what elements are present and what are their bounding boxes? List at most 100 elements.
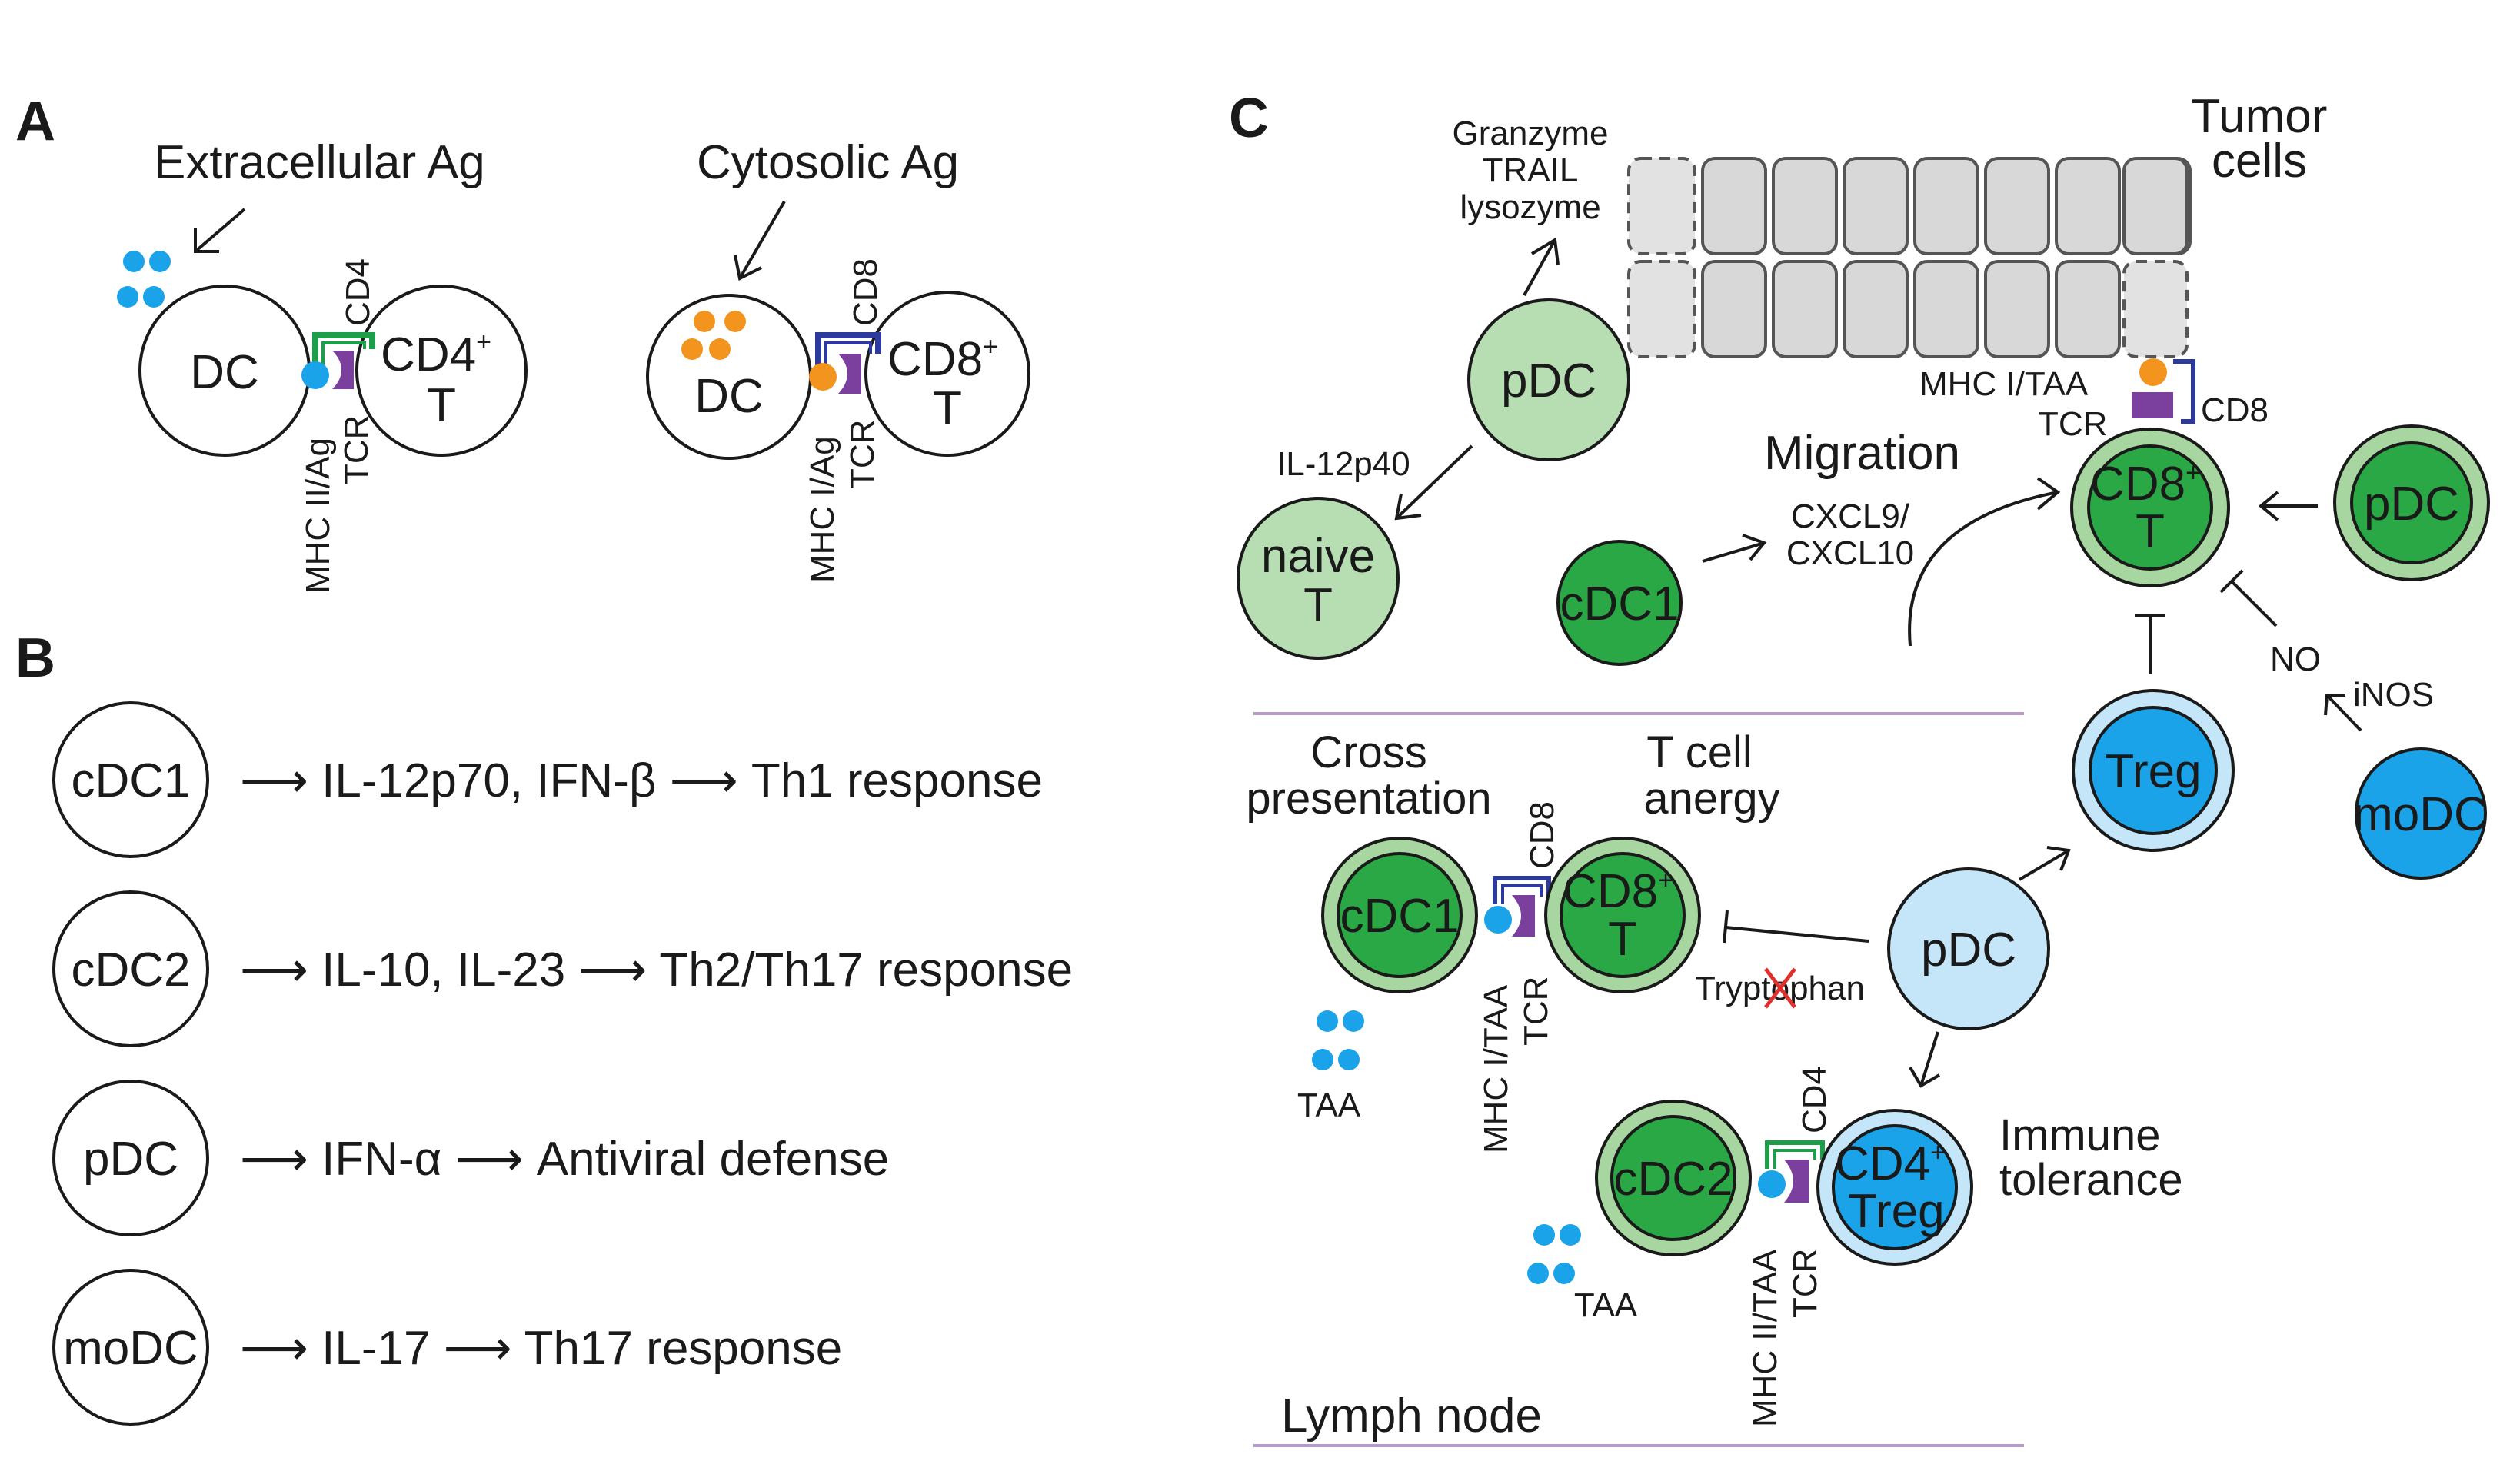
naive-t-cell: [1237, 497, 1400, 660]
cd8-t-ln-label: CD8+: [1563, 865, 1673, 918]
cdc2-cell-b: [52, 890, 209, 1047]
cxcl-label-1: CXCL9/: [1791, 498, 1910, 535]
treg-label: Treg: [2105, 745, 2201, 798]
immune-label-1: Immune: [1999, 1110, 2161, 1160]
cd4-t-cell: [355, 285, 528, 457]
cd4-label: CD4: [339, 258, 377, 326]
panel-b: B cDC1 ⟶ IL-12p70, IFN-β ⟶ Th1 response …: [15, 627, 1073, 1426]
dc-label-left: DC: [190, 346, 259, 399]
cd4-coreceptor: [312, 332, 375, 369]
cross-label-1: Cross: [1310, 727, 1426, 777]
no-inhibit-bar: [2219, 569, 2244, 594]
cxcl-arrow: [1702, 541, 1765, 563]
cross-label-2: presentation: [1246, 774, 1491, 824]
pdc-label-b: pDC: [83, 1133, 178, 1186]
cd8-t-tumor-cell: [2087, 444, 2213, 571]
migration-label: Migration: [1764, 427, 1960, 480]
effector-trail: TRAIL: [1483, 151, 1579, 189]
cd8-t-label-second: T: [933, 382, 962, 435]
tcr-ln2: [1784, 1160, 1809, 1203]
tcr-top: [2132, 392, 2173, 418]
pdc-right-label: pDC: [2364, 478, 2459, 531]
tcr-right: [838, 354, 861, 394]
panel-b-letter: B: [15, 627, 55, 689]
cdc1-pathway: ⟶ IL-12p70, IFN-β ⟶ Th1 response: [240, 754, 1043, 807]
pdc-label-top: pDC: [1501, 354, 1596, 408]
mhc1-taa-top-label: MHC I/TAA: [1919, 365, 2089, 403]
cd4-ln-label: CD4: [1796, 1066, 1833, 1133]
tcr-ln: [1512, 895, 1535, 937]
no-inhibit-line: [2230, 580, 2278, 627]
tumor-cells: [1627, 157, 2192, 358]
migration-arrow: [1908, 491, 2059, 647]
modc-cell: [2355, 747, 2487, 880]
cytosolic-ag-arrowhead: [734, 255, 762, 281]
cdc2-label-b: cDC2: [71, 944, 190, 997]
dc-label-right: DC: [694, 370, 764, 423]
panel-c: C Tumor cells Granzyme TRAIL lysozyme: [1229, 88, 2490, 1447]
pdc-inhibit-cd8-line: [1725, 926, 1869, 943]
cd8-top-coreceptor: [2173, 359, 2195, 424]
treg-cell: [2089, 706, 2218, 835]
cd4treg-label-second: Treg: [1848, 1185, 1944, 1238]
cd8-coreceptor: [815, 332, 881, 369]
effector-lysozyme: lysozyme: [1460, 188, 1600, 226]
cdc1-cell-migrating: [1556, 540, 1683, 666]
cdc2-ln-label: cDC2: [1613, 1153, 1733, 1206]
lymph-node-label: Lymph node: [1281, 1389, 1542, 1443]
cdc1-label-b: cDC1: [71, 754, 190, 807]
cd8-ln-label: CD8: [1523, 801, 1561, 869]
modc-pathway: ⟶ IL-17 ⟶ Th17 response: [240, 1322, 842, 1375]
pdc-ln-label: pDC: [1921, 924, 2016, 977]
tcr-top-label: TCR: [2038, 405, 2107, 443]
inos-arrow: [2325, 694, 2362, 732]
cd8-t-ln-label-second: T: [1608, 913, 1637, 966]
tumor-title-2: cells: [2212, 135, 2307, 188]
tcr-ln-label: TCR: [1517, 977, 1555, 1046]
mhc1-ag-complex: [809, 363, 837, 391]
cd8-t-label: CD8+: [887, 332, 998, 386]
mhc2-ag-label: MHC II/Ag: [299, 438, 337, 594]
cytosolic-ag-arrow: [738, 200, 786, 280]
cd8-top-label: CD8: [2201, 391, 2269, 429]
panel-a: A Extracellular Ag DC CD4+ T CD4 MHC II/…: [15, 91, 1030, 594]
cdc1-ln-label: cDC1: [1340, 890, 1459, 943]
extracellular-ag-arrow: [194, 208, 246, 253]
mhc1-taa-ln: [1484, 906, 1512, 934]
cxcl-label-2: CXCL10: [1786, 534, 1914, 572]
inos-label: iNOS: [2353, 676, 2434, 714]
tcr-ln2-label: TCR: [1786, 1249, 1824, 1318]
panel-c-letter: C: [1229, 88, 1269, 149]
il12p40-label: IL-12p40: [1277, 445, 1410, 483]
extracellular-ag-arrowhead: [194, 228, 219, 253]
cd4-t-label-second: T: [427, 379, 456, 432]
pdc-right-cell: [2350, 441, 2473, 564]
tcr-label-left: TCR: [338, 415, 375, 484]
tryptophan-cross: [1764, 967, 1796, 1009]
cdc1-ln-cell: [1337, 852, 1463, 978]
cdc2-pathway: ⟶ IL-10, IL-23 ⟶ Th2/Th17 response: [240, 944, 1073, 997]
taa-dots-2: [1527, 1224, 1581, 1284]
cytosolic-antigen-dots: [681, 311, 746, 360]
cd4-t-label: CD4+: [381, 328, 491, 381]
panel-a-letter: A: [15, 91, 55, 152]
cd8-t-ln-cell: [1560, 852, 1686, 978]
extracellular-antigen-dots: [117, 251, 171, 308]
cd8-t-tumor-label-second: T: [2136, 505, 2165, 558]
cdc1-cell-b: [52, 701, 209, 858]
tcr-label-right: TCR: [844, 420, 881, 489]
immune-label-2: tolerance: [1999, 1155, 2183, 1205]
no-label: NO: [2270, 641, 2321, 678]
modc-label: moDC: [2353, 788, 2488, 841]
naive-label-1: naive: [1261, 530, 1375, 583]
il12-arrow: [1395, 444, 1473, 520]
pdc-ln-cell: [1887, 867, 2050, 1030]
mhc2-ag-complex: [301, 361, 329, 389]
cd4treg-label: CD4+: [1835, 1137, 1946, 1190]
cd8-ln-coreceptor: [1493, 876, 1551, 904]
mhc1-taa-ln-label: MHC I/TAA: [1477, 984, 1515, 1153]
mhc2-taa-ln: [1758, 1170, 1786, 1198]
pdc-to-cd4treg-arrow: [1919, 1031, 1939, 1087]
pdc-effector-arrow: [1523, 239, 1556, 296]
